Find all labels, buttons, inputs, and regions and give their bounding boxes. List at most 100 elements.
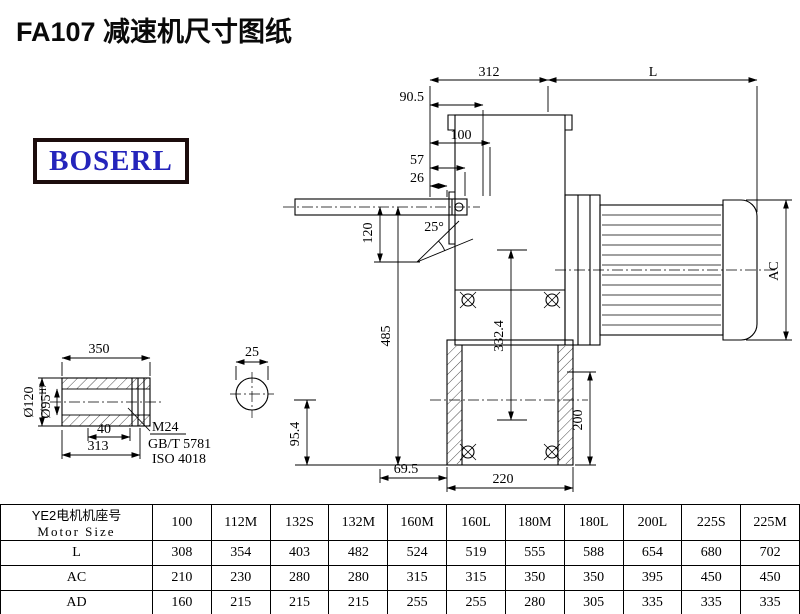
dia95-value: Ø95 [39,394,54,418]
col-header: 132M [328,504,389,541]
page-title: FA107 减速机尺寸图纸 [16,17,293,47]
dim-200-label: 200 [571,410,586,431]
dim-332-4-label: 332.4 [492,320,507,352]
table-cell: 215 [269,590,330,614]
col-header: 160L [446,504,506,541]
motor [564,194,758,346]
table-cell: 654 [622,540,683,566]
dim-220: 220 [446,467,574,492]
table-cell: 519 [446,540,506,566]
dim-26: 26 [410,171,448,197]
dim-313: 313 [61,428,141,459]
table-row-AD: AD 160 215 215 215 255 255 280 305 335 3… [0,590,800,614]
table-cell: 524 [387,540,448,566]
table-cell: 280 [328,565,389,591]
output-shaft-detail [61,377,151,427]
col-header: 180L [563,504,624,541]
dim-57-label: 57 [410,153,424,168]
dim-220-label: 220 [493,472,514,487]
dim-L-label: L [649,65,658,80]
table-cell: 702 [740,540,800,566]
dim-AC-label: AC [767,261,782,280]
dim-26-label: 26 [410,171,424,186]
table-cell: 255 [446,590,506,614]
table-cell: 308 [152,540,212,566]
dim-motor-length: L [547,65,758,212]
table-cell: 395 [622,565,683,591]
table-cell: 450 [740,565,800,591]
shaft-end-view [235,377,269,411]
dim-485-label: 485 [379,326,394,347]
table-cell: 230 [210,565,271,591]
dimensions: 312 L 90.5 100 57 [22,65,792,492]
table-cell: 305 [563,590,624,614]
dia95-tolerance: H7 [38,383,48,394]
dim-100-label: 100 [451,128,472,143]
table-row-AC: AC 210 230 280 280 315 315 350 350 395 4… [0,565,800,591]
dim-95-4-label: 95.4 [288,422,303,447]
table-cell: 280 [504,590,565,614]
dim-69-5: 69.5 [379,462,448,492]
row-label: AC [0,565,153,591]
motor-size-header-en: Motor Size [37,524,116,539]
col-header: 112M [210,504,271,541]
table-cell: 160 [152,590,212,614]
table-cell: 680 [681,540,742,566]
table-cell: 210 [152,565,212,591]
dim-57: 57 [410,153,466,196]
bolt-standard-gbt-label: GB/T 5781 [148,437,211,452]
table-cell: 450 [681,565,742,591]
dim-dia95-label: Ø95H7 [38,383,54,419]
row-label: L [0,540,153,566]
flange-bolt-holes [459,291,561,461]
centerlines [50,206,775,418]
bolt-thread-label: M24 [152,420,178,435]
dim-200: 200 [567,371,596,466]
dim-312: 312 [429,65,549,197]
col-header: 225M [740,504,800,541]
dim-120-label: 120 [361,223,376,244]
table-cell: 555 [504,540,565,566]
dim-dia120: Ø120 [22,377,62,427]
dimension-table: YE2电机机座号 Motor Size 100 112M 132S 132M 1… [0,504,800,614]
table-cell: 588 [563,540,624,566]
dim-25-label: 25 [245,345,259,360]
table-cell: 482 [328,540,389,566]
bolt-standard-iso-label: ISO 4018 [152,452,206,467]
table-header-row: YE2电机机座号 Motor Size 100 112M 132S 132M 1… [0,504,800,541]
dimension-drawing: 312 L 90.5 100 57 [22,65,792,492]
motor-size-header: YE2电机机座号 Motor Size [0,504,153,541]
dim-90-5-label: 90.5 [400,90,425,105]
col-header: 132S [269,504,330,541]
dim-485: 485 [295,206,447,466]
table-cell: 350 [563,565,624,591]
dim-313-label: 313 [88,439,109,454]
dim-40-label: 40 [97,422,111,437]
dim-312-label: 312 [479,65,500,80]
table-row-L: L 308 354 403 482 524 519 555 588 654 68… [0,540,800,566]
dim-dia120-label: Ø120 [22,386,37,417]
table-cell: 335 [681,590,742,614]
dim-350: 350 [61,342,151,376]
table-cell: 335 [740,590,800,614]
col-header: 180M [504,504,565,541]
dim-angle-label: 25° [424,220,444,235]
dim-332-4: 332.4 [492,249,527,421]
table-cell: 315 [446,565,506,591]
col-header: 200L [622,504,683,541]
bolt-spec-callout: M24 GB/T 5781 ISO 4018 [127,407,211,467]
table-cell: 335 [622,590,683,614]
dim-90-5: 90.5 [400,90,484,196]
dim-angle-25: 25° [416,220,474,263]
boserl-logo: BOSERL [33,138,189,184]
dim-69-5-label: 69.5 [394,462,419,477]
dim-AC: AC [746,199,792,341]
table-cell: 255 [387,590,448,614]
table-cell: 403 [269,540,330,566]
row-label: AD [0,590,153,614]
table-cell: 315 [387,565,448,591]
table-cell: 350 [504,565,565,591]
motor-size-header-cn: YE2电机机座号 [31,508,122,523]
gearbox-housing [446,114,574,466]
